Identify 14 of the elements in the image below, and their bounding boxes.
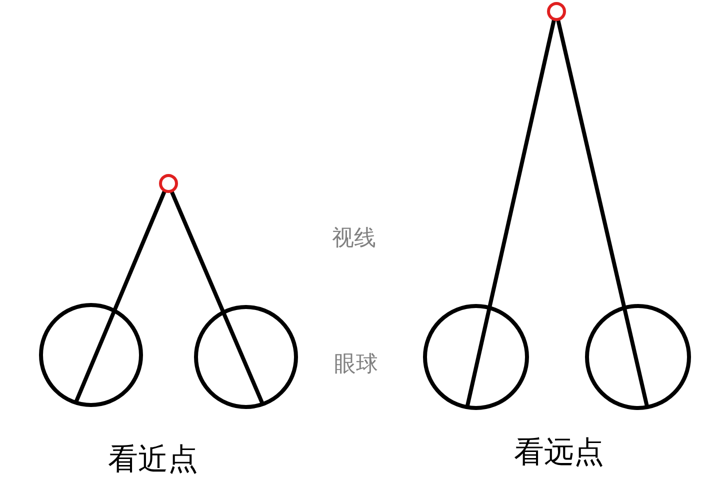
sight-line <box>170 190 265 405</box>
sight-line <box>465 19 556 408</box>
annotation-text: 视线 <box>332 227 376 252</box>
annotation-text: 眼球 <box>334 353 378 378</box>
focus-point-circle <box>546 2 566 20</box>
eyeball-circle <box>585 304 691 410</box>
sight-line <box>556 19 650 408</box>
eyeball-circle <box>423 304 529 410</box>
eyeball-circle <box>194 305 298 409</box>
focus-point-circle <box>158 174 178 192</box>
sight-line <box>74 190 166 404</box>
eyeball-circle <box>39 303 143 407</box>
caption-text: 看远点 <box>514 436 604 469</box>
caption-text: 看近点 <box>108 443 198 476</box>
